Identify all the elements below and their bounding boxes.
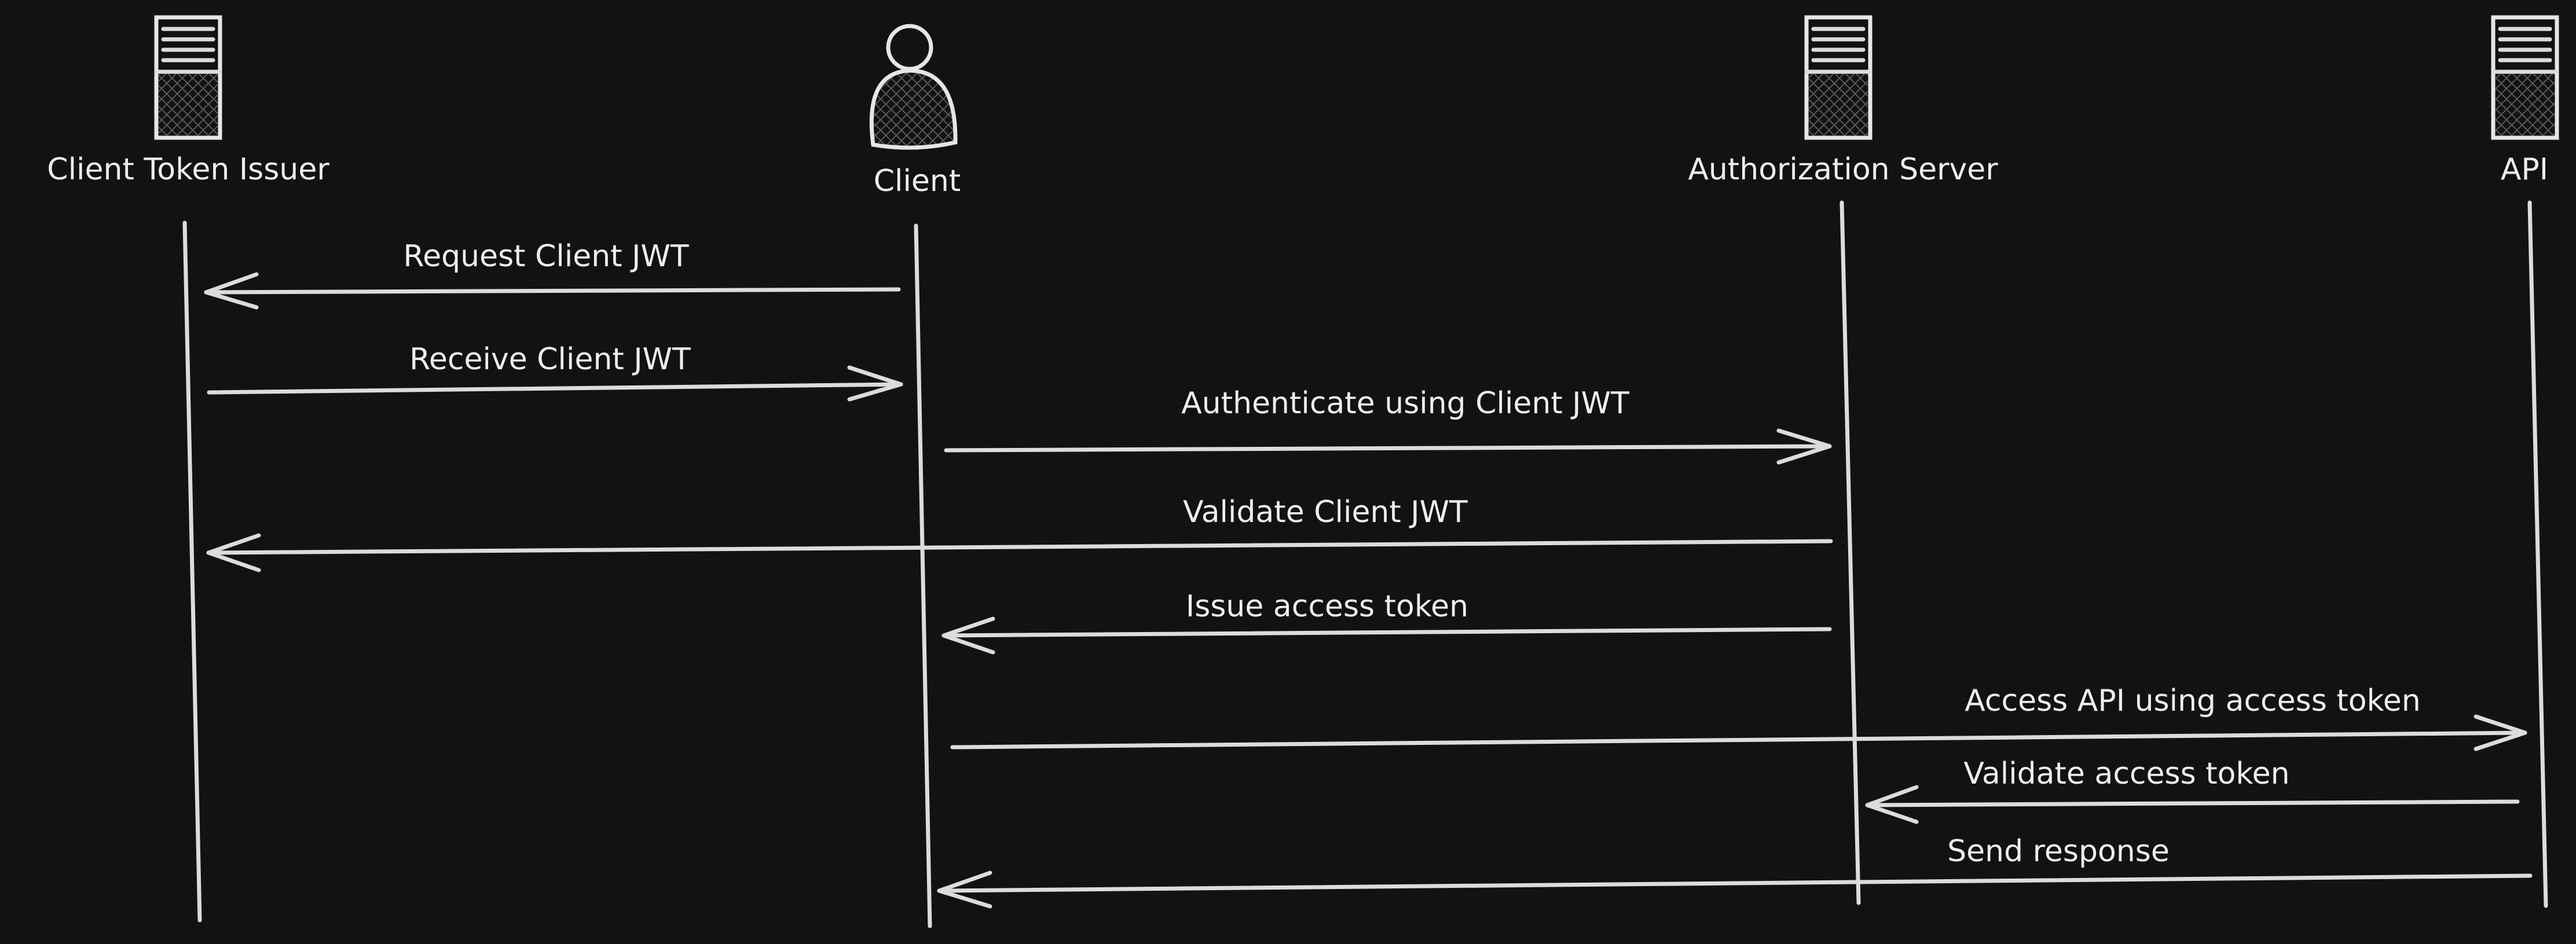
message-receive-client-jwt: Receive Client JWT xyxy=(207,342,903,402)
arrowhead-icon xyxy=(204,272,259,310)
arrow-line xyxy=(941,627,1832,638)
arrowhead-icon xyxy=(1865,785,1919,824)
arrow-line xyxy=(206,539,1833,555)
message-send-response: Send response xyxy=(937,834,2533,909)
message-issue-access-token: Issue access token xyxy=(941,589,1832,655)
arrowhead-icon xyxy=(847,365,903,402)
message-authenticate-using-client-jwt: Authenticate using Client JWT xyxy=(944,386,1832,465)
server-icon xyxy=(2491,15,2559,140)
server-icon xyxy=(154,15,222,140)
arrow-line xyxy=(937,873,2533,893)
arrow-line xyxy=(204,287,901,295)
lifeline-client-token-issuer xyxy=(182,221,202,923)
message-request-client-jwt: Request Client JWT xyxy=(204,239,901,310)
participant-label: Client xyxy=(874,164,961,199)
lifeline-api xyxy=(2527,200,2548,908)
participant-api: API xyxy=(2491,15,2559,187)
message-access-api-using-access-token: Access API using access token xyxy=(950,684,2527,751)
arrowhead-icon xyxy=(206,533,261,572)
participant-authorization-server: Authorization Server xyxy=(1688,15,1998,187)
arrow-line xyxy=(1865,799,2520,807)
arrowhead-icon xyxy=(2474,714,2527,751)
message-label: Authenticate using Client JWT xyxy=(1181,386,1629,421)
participant-client-token-issuer: Client Token Issuer xyxy=(47,15,329,187)
message-label: Access API using access token xyxy=(1965,684,2421,718)
message-label: Validate Client JWT xyxy=(1183,495,1468,530)
arrowhead-icon xyxy=(937,870,992,909)
server-icon xyxy=(1804,15,1873,140)
arrowhead-icon xyxy=(1776,428,1832,465)
arrow-line xyxy=(944,444,1832,453)
message-validate-client-jwt: Validate Client JWT xyxy=(206,495,1833,572)
participant-label: Client Token Issuer xyxy=(47,152,329,187)
message-label: Validate access token xyxy=(1963,756,2289,791)
message-label: Issue access token xyxy=(1186,589,1468,624)
arrow-line xyxy=(207,382,903,395)
message-label: Send response xyxy=(1947,834,2170,869)
participant-label: Authorization Server xyxy=(1688,152,1998,187)
arrow-line xyxy=(950,730,2527,750)
message-label: Request Client JWT xyxy=(403,239,689,274)
message-validate-access-token: Validate access token xyxy=(1865,756,2520,824)
participant-client: Client xyxy=(869,24,961,199)
lifeline-client xyxy=(914,223,932,928)
participant-label: API xyxy=(2501,152,2548,187)
lifeline-authorization-server xyxy=(1840,200,1861,905)
person-icon xyxy=(869,24,958,150)
message-label: Receive Client JWT xyxy=(409,342,691,377)
arrowhead-icon xyxy=(941,616,995,655)
